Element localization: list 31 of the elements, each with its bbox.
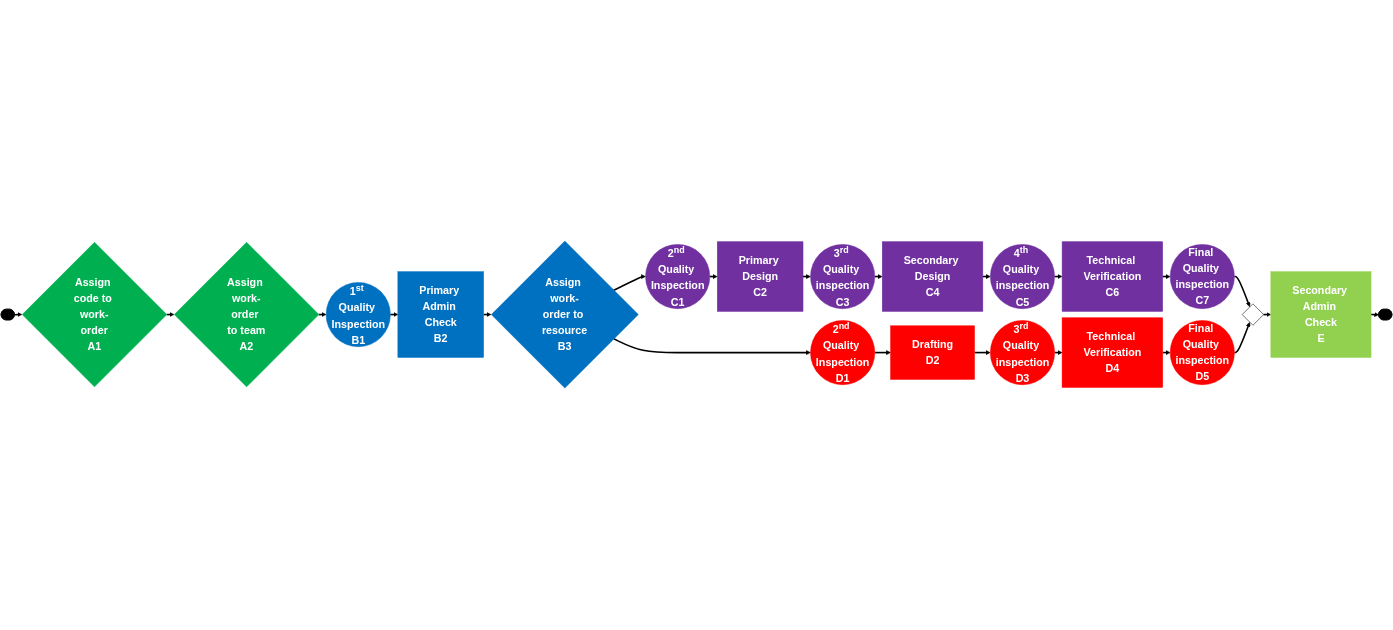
node-box: Primary Admin Check B2 xyxy=(397,271,484,359)
node-diamond: Assign work-order to resource B3 xyxy=(491,241,639,389)
node-diamond: Assign work-order to team A2 xyxy=(174,242,320,388)
node-circle: 2$^{nd}$ Quality Inspection C1 xyxy=(645,244,711,310)
arrow xyxy=(1370,312,1379,318)
arrow xyxy=(873,274,883,280)
node-circle: Final Quality inspection D5 xyxy=(1169,320,1235,386)
arrow xyxy=(982,274,991,280)
arrow xyxy=(482,312,492,318)
arrow xyxy=(1053,350,1063,356)
node-circle: Final Quality inspection C7 xyxy=(1169,244,1235,310)
node-box: Secondary Admin Check E xyxy=(1270,271,1372,359)
arrow xyxy=(1233,276,1251,308)
node-box: Primary Design C2 xyxy=(717,241,804,313)
node-circle: 2$^{nd}$ Quality Inspection D1 xyxy=(810,320,876,386)
arrow xyxy=(13,312,23,318)
node-circle: 1$^{st}$ Quality Inspection B1 xyxy=(325,282,391,348)
node-circle: 3$^{rd}$ Quality inspection D3 xyxy=(990,320,1055,386)
node-box: Secondary Design C4 xyxy=(882,241,984,313)
node-diamond: Assign code to work-order A1 xyxy=(21,242,168,388)
arrow xyxy=(613,274,646,292)
node-diamond xyxy=(1241,304,1264,326)
node-circle: 3$^{rd}$ Quality inspection C3 xyxy=(810,244,876,310)
arrow xyxy=(613,338,811,356)
node-box: Technical Verification D4 xyxy=(1061,317,1163,389)
arrow xyxy=(802,274,811,280)
node-box: Technical Verification C6 xyxy=(1061,241,1163,313)
arrow xyxy=(317,312,327,318)
node-box: Drafting D2 xyxy=(890,326,975,381)
arrow xyxy=(1233,322,1251,354)
node-circle: 4$^{th}$ Quality inspection C5 xyxy=(990,244,1055,310)
